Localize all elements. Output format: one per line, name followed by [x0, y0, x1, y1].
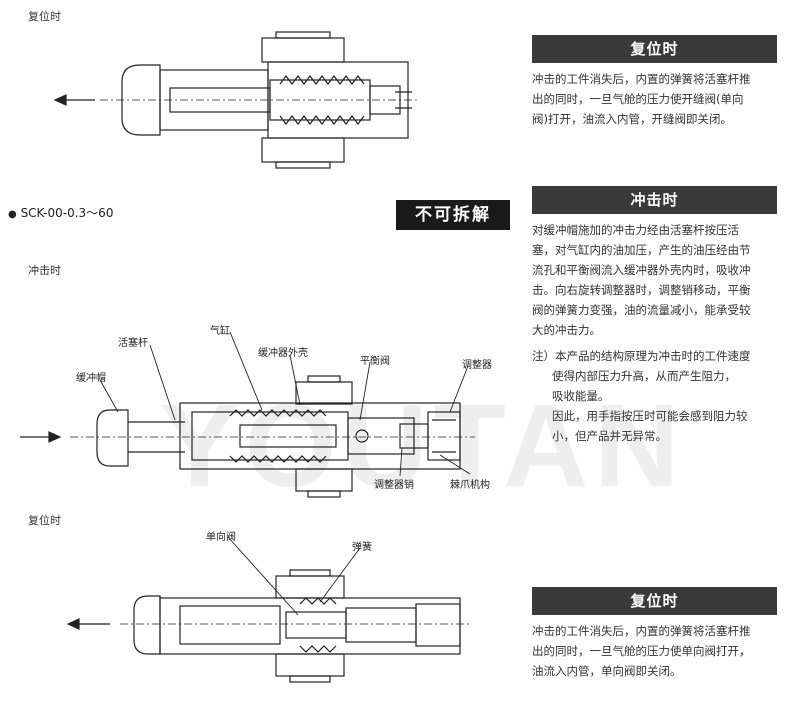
middle-panel-line: 塞，对气缸内的油加压，产生的油压经由节: [532, 243, 751, 257]
middle-panel-note: 注）本产品的结构原理为冲击时的工件速度 使得内部压力升高，从而产生阻力， 吸收能…: [532, 346, 788, 446]
top-panel-line: 冲击的工件消失后，内置的弹簧将活塞杆推: [532, 72, 751, 86]
bottom-panel-text: 冲击的工件消失后，内置的弹簧将活塞杆推 出的同时，一旦气舱的压力使单向阀打开， …: [532, 621, 782, 681]
label-adjust-pin: 调整器销: [374, 480, 414, 491]
label-piston-rod: 活塞杆: [118, 338, 148, 349]
label-shell: 缓冲器外壳: [258, 348, 308, 359]
top-panel-line: 阀)打开，油流入内管，开缝阀即关闭。: [532, 112, 732, 126]
bullet-icon: ●: [8, 209, 17, 220]
label-cylinder: 气缸: [210, 326, 230, 337]
bottom-panel-line: 出的同时，一旦气舱的压力使单向阀打开，: [532, 644, 751, 658]
note-line: 吸收能量。: [552, 389, 610, 403]
middle-panel-line: 流孔和平衡阀流入缓冲器外壳内时，吸收冲: [532, 263, 751, 277]
top-panel-text: 冲击的工件消失后，内置的弹簧将活塞杆推 出的同时，一旦气舱的压力使开缝阀(单向 …: [532, 69, 782, 129]
bottom-panel-title: 复位时: [532, 587, 777, 615]
middle-panel-line: 大的冲击力。: [532, 323, 601, 337]
bottom-caption: 复位时: [28, 514, 61, 527]
middle-panel-line: 阀的弹簧力变强，油的流量减小，能承受较: [532, 303, 751, 317]
bottom-panel-line: 油流入内管，单向阀即关闭。: [532, 664, 682, 678]
label-ratchet: 棘爪机构: [450, 480, 490, 491]
middle-panel-line: 对缓冲帽施加的冲击力经由活塞杆按压活: [532, 223, 739, 237]
bottom-panel-line: 冲击的工件消失后，内置的弹簧将活塞杆推: [532, 624, 751, 638]
middle-caption: 冲击时: [28, 264, 61, 277]
model-label: ● SCK-00-0.3～60: [8, 204, 113, 221]
label-balance-valve: 平衡阀: [360, 356, 390, 367]
label-spring: 弹簧: [352, 542, 372, 553]
label-cap: 缓冲帽: [76, 373, 106, 384]
model-text: SCK-00-0.3～60: [20, 206, 114, 220]
middle-panel-text: 对缓冲帽施加的冲击力经由活塞杆按压活 塞，对气缸内的油加压，产生的油压经由节 流…: [532, 220, 788, 446]
label-adjuster: 调整器: [462, 360, 492, 371]
top-damper-diagram: [53, 31, 420, 169]
note-line: 小，但产品并无异常。: [552, 429, 667, 443]
top-caption: 复位时: [28, 10, 61, 23]
label-check-valve: 单向阀: [206, 532, 236, 543]
middle-panel-title: 冲击时: [532, 186, 777, 214]
top-panel-line: 出的同时，一旦气舱的压力使开缝阀(单向: [532, 92, 744, 106]
note-line: 使得内部压力升高，从而产生阻力，: [552, 369, 736, 383]
note-line: 注）本产品的结构原理为冲击时的工件速度: [532, 349, 751, 363]
top-panel-title: 复位时: [532, 35, 777, 63]
note-line: 因此，用手指按压时可能会感到阻力较: [552, 409, 748, 423]
not-disassemblable-badge: 不可拆解: [396, 200, 510, 230]
middle-panel-line: 击。向右旋转调整器时，调整销移动，平衡: [532, 283, 751, 297]
